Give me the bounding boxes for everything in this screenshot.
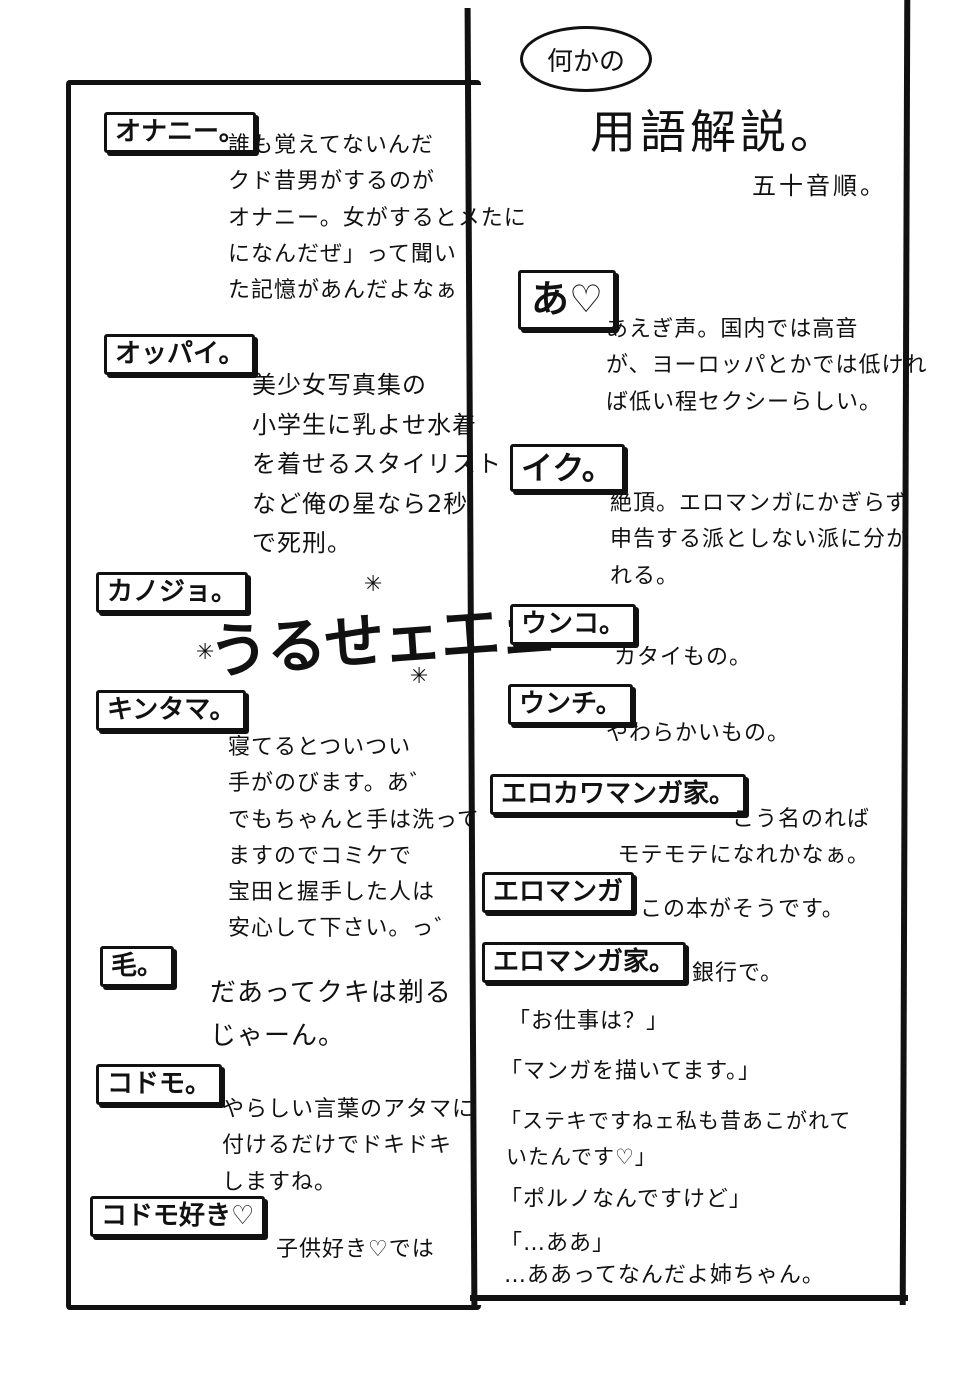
def-oppai: 美少女写真集の 小学生に乳よせ水着 を着せるスタイリスト など俺の星なら2秒 で…: [252, 371, 502, 558]
def-unchi: やわらかいもの。: [606, 721, 791, 746]
term-unko: ウンコ。: [510, 604, 637, 646]
def-a: あえぎ声。国内では高音 が、ヨーロッパとかでは低けれ ば低い程セクシーらしい。: [606, 317, 928, 415]
term-oppai: オッパイ。: [104, 334, 256, 376]
def-unko: カタイもの。: [614, 645, 753, 670]
dialogue-line: 「ポルノなんですけど」: [500, 1187, 752, 1212]
def-kintama: 寝てるとついつい 手がのびます。あ゛ でもちゃんと手は洗って ますのでコミケで …: [228, 735, 480, 942]
def-iku: 絶頂。エロマンガにかぎらず 申告する派としない派に分か れる。: [610, 491, 910, 589]
def-kodomo: やらしい言葉のアタマに 付けるだけでドキドキ しますね。: [222, 1097, 476, 1195]
dialogue-line: 「…ああ」: [500, 1231, 616, 1256]
term-iku: イク。: [510, 444, 625, 493]
term-kodomo: コドモ。: [96, 1064, 223, 1106]
page-subtitle: 五十音順。: [752, 172, 887, 200]
left-panel-frame: [66, 80, 481, 1310]
term-eromangaka: エロマンガ家。: [482, 942, 687, 984]
def-eromangaka: 銀行で。: [692, 961, 784, 986]
right-border: [899, 0, 911, 1306]
term-kintama: キンタマ。: [96, 690, 247, 732]
header-bubble: 何かの: [520, 26, 652, 92]
def-ke: だあってクキは剃る じゃーん。: [210, 978, 452, 1051]
term-erokawa-mangaka: エロカワマンガ家。: [490, 774, 747, 816]
term-onani: オナニー。: [104, 112, 256, 154]
burst-mark: ✳: [410, 664, 429, 689]
def-eromanga: この本がそうです。: [640, 897, 845, 922]
term-kanojo: カノジョ。: [96, 572, 249, 614]
def-kodomo-suki: 子供好き♡では: [276, 1237, 435, 1262]
dialogue-line: いたんです♡」: [506, 1145, 657, 1169]
term-a: あ♡: [518, 270, 617, 330]
header-bubble-text: 何かの: [546, 46, 625, 77]
def-erokawa-mangaka: こう名のれば モテモテになれかなぁ。: [617, 807, 870, 869]
dialogue-line: 「お仕事は？」: [508, 1009, 670, 1034]
term-kodomo-suki: コドモ好き♡: [90, 1196, 266, 1238]
term-ke: 毛。: [100, 946, 175, 988]
term-eromanga: エロマンガ: [482, 872, 635, 914]
def-onani: 誰も覚えてないんだ クド昔男がするのが オナニー。女がするとメたに になんだぜ」…: [228, 133, 527, 304]
bottom-border: [470, 1295, 908, 1301]
burst-mark: ✳: [364, 572, 383, 597]
term-unchi: ウンチ。: [508, 684, 633, 726]
burst-mark: ✳: [196, 640, 215, 665]
dialogue-line: 「マンガを描いてます。」: [500, 1059, 762, 1084]
dialogue-line: …ああってなんだよ姉ちゃん。: [504, 1263, 825, 1288]
page-title: 用語解説。: [590, 105, 840, 159]
dialogue-line: 「ステキですねェ私も昔あこがれて: [500, 1109, 852, 1133]
